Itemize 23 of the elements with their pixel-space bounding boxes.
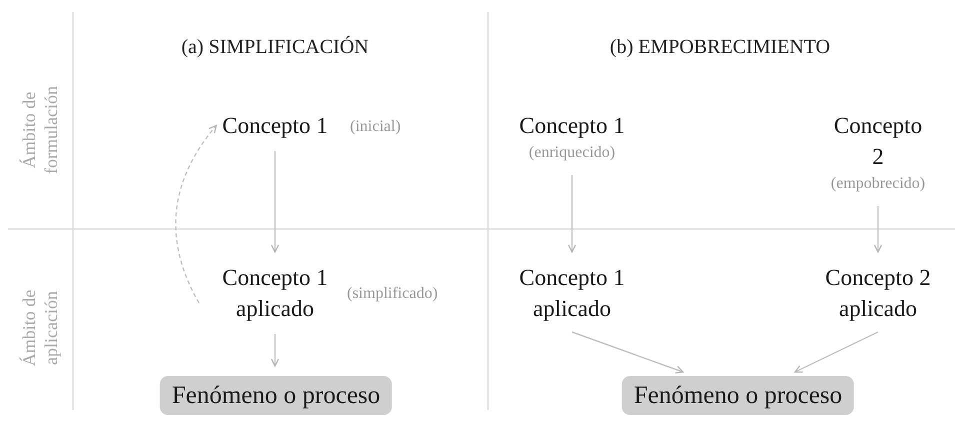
row-label: Ámbito de formulación: [18, 85, 62, 176]
process-box: Fenómeno o proceso: [160, 376, 392, 415]
concept-label: Concepto 1 aplicado: [518, 264, 626, 323]
arrow: [175, 124, 217, 304]
annotation: (inicial): [350, 117, 401, 137]
annotation: (enriquecido): [528, 143, 616, 163]
concept-label: Concepto 1: [519, 112, 625, 140]
arrow: [568, 175, 576, 253]
concept-label: Concepto 2 aplicado: [824, 264, 932, 323]
concept-label: Concepto 1: [222, 112, 328, 140]
concept-label: Concepto 2: [832, 112, 924, 171]
arrow: [874, 206, 882, 253]
column-heading: (b) EMPOBRECIMIENTO: [610, 35, 830, 60]
process-box: Fenómeno o proceso: [622, 376, 854, 415]
concept-label: Concepto 1 aplicado: [221, 264, 329, 323]
annotation: (empobrecido): [830, 174, 926, 194]
annotation: (simplificado): [347, 284, 438, 304]
arrow: [794, 331, 878, 373]
row-label: Ámbito de aplicación: [18, 288, 62, 368]
arrow: [270, 334, 280, 367]
arrow: [270, 151, 280, 253]
arrow: [572, 331, 684, 374]
column-heading: (a) SIMPLIFICACIÓN: [181, 34, 369, 60]
